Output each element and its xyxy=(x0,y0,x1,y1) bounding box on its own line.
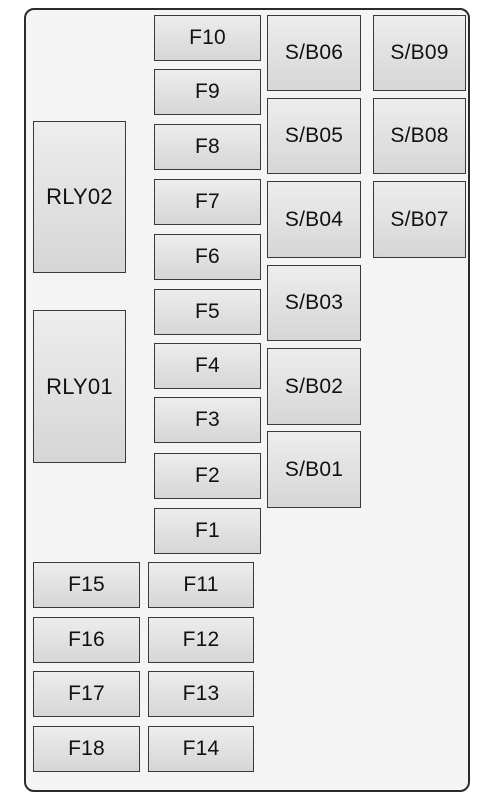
fuse-sb09: S/B09 xyxy=(373,15,466,91)
fuse-f7: F7 xyxy=(154,179,261,225)
fuse-sb06: S/B06 xyxy=(267,15,361,91)
fuse-sb03: S/B03 xyxy=(267,265,361,341)
fuse-f18: F18 xyxy=(33,726,140,772)
fuse-f15: F15 xyxy=(33,562,140,608)
fuse-f10: F10 xyxy=(154,15,261,61)
fuse-sb04: S/B04 xyxy=(267,181,361,258)
fuse-sb05: S/B05 xyxy=(267,98,361,174)
fuse-f4: F4 xyxy=(154,343,261,389)
fuse-f16: F16 xyxy=(33,617,140,663)
fuse-f9: F9 xyxy=(154,69,261,115)
fuse-sb02: S/B02 xyxy=(267,348,361,425)
fuse-f1: F1 xyxy=(154,508,261,554)
fuse-sb08: S/B08 xyxy=(373,98,466,174)
fuse-f3: F3 xyxy=(154,397,261,443)
fuse-f17: F17 xyxy=(33,671,140,717)
fuse-f5: F5 xyxy=(154,289,261,335)
fuse-f12: F12 xyxy=(148,617,254,663)
fuse-sb07: S/B07 xyxy=(373,181,466,258)
fuse-f8: F8 xyxy=(154,124,261,170)
fuse-f13: F13 xyxy=(148,671,254,717)
fuse-f2: F2 xyxy=(154,453,261,499)
fuse-f14: F14 xyxy=(148,726,254,772)
fuse-sb01: S/B01 xyxy=(267,431,361,508)
relay-rly01: RLY01 xyxy=(33,310,126,463)
fuse-f11: F11 xyxy=(148,562,254,608)
fuse-f6: F6 xyxy=(154,234,261,280)
relay-rly02: RLY02 xyxy=(33,121,126,273)
